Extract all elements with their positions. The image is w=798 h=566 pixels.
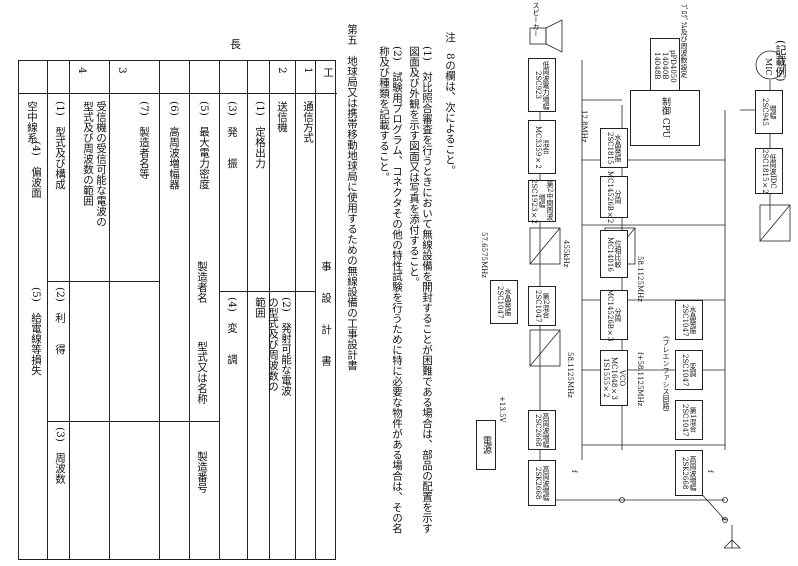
col-line <box>219 61 220 559</box>
speaker-label: スピーカー <box>532 2 540 37</box>
freq-455: 455kHz <box>562 240 570 268</box>
row-line <box>219 291 315 292</box>
mic-label: MIC <box>764 58 773 76</box>
side-label: 長 <box>230 38 241 51</box>
cpu-block: 制御 CPU <box>630 90 700 146</box>
col-line <box>69 61 70 559</box>
diagram-wiring <box>529 19 791 549</box>
notes-heading: 注 8の欄は、次によること。 <box>444 32 456 176</box>
row1-num: 1 <box>302 67 314 74</box>
row2-maker: 製造者名 <box>196 261 208 303</box>
mix2-block: 第2混合 2SC1047 <box>528 286 556 326</box>
div2-block: 分周 MC14526B×3 <box>600 289 628 341</box>
col-line <box>295 61 296 559</box>
osc1-block: 水晶発振 2SC1047 <box>675 300 703 340</box>
header-design: 事 設 計 書 <box>320 261 332 366</box>
row3-num: 3 <box>116 67 128 74</box>
row2-serial: 製造番号 <box>196 451 208 493</box>
power-block: 電源 <box>476 420 496 470</box>
f-label-b: f <box>706 470 714 473</box>
row2-1: (1) 定格出力 <box>254 101 266 169</box>
row2-4: (4) 変 調 <box>226 297 238 365</box>
row2-6: (6) 高周波増幅器 <box>168 101 180 190</box>
block-diagram: (記載例) MIC スピーカー ﾌﾟﾛｸﾞﾗﾑ及び周波数設定 μPD4050 1… <box>470 0 798 566</box>
f-label-a: f <box>570 470 578 473</box>
osc2-block: 水晶発振 2SC1047 <box>490 280 518 324</box>
header-item: 工 <box>322 67 334 78</box>
mix1-block: 第1混合 2SC1047 <box>675 400 703 440</box>
row-line <box>47 281 159 282</box>
freq-osc: 57.6575MHz <box>480 232 488 278</box>
row2-3: (3) 発 振 <box>226 101 238 169</box>
note-2: (2) 試験用プログラム、コネクタその他の特性試験を行うために特に必要な物件があ… <box>378 46 403 534</box>
mic-amp-block: 増幅 2SC945 <box>755 90 783 134</box>
rf-amp3-block: 高周波増幅 2SK2668 <box>675 450 703 496</box>
row2-num: 2 <box>276 67 288 74</box>
voltage: +13.5V <box>498 396 506 423</box>
row-line <box>159 421 219 422</box>
freq-12-8: 12.8MHz <box>580 110 588 143</box>
col-line <box>189 61 190 559</box>
row-line <box>19 93 337 94</box>
row4-1: (1) 型式及び構成 <box>54 101 66 190</box>
row1-label: 通信方式 <box>302 101 314 143</box>
pre-emphasis: (プレエンファシス回路) <box>662 336 670 412</box>
row2-group: 送信機 <box>276 101 288 133</box>
col-line <box>47 61 48 559</box>
table-grid: 工 事 設 計 書 1 通信方式 2 送信機 (1) 定格出力 (2) 発射可能… <box>18 60 337 560</box>
row2-7: (7) 製造者名等 <box>138 101 150 179</box>
rf-amp1-block: 高周波増幅 2SC2668 <box>528 410 556 450</box>
if2-block: 第2中間周波 増幅 2SC1923×2 <box>528 178 556 224</box>
rf-amp2-block: 高周波増幅 2SK2668 <box>528 460 556 506</box>
divider-block: 分周 MC14526B×2 <box>600 171 628 223</box>
row3-label: 受信機の受信可能な電波の型式及び周波数の範囲 <box>82 101 107 227</box>
row2-5: (5) 最大電力密度 <box>198 101 210 190</box>
f-label-c: f <box>720 518 728 521</box>
mod-block: 変調 2SC1047 <box>675 350 703 390</box>
design-table: 長 工 事 設 計 書 1 通信方式 2 送信機 (1) 定格出力 (2) 発射… <box>4 20 337 560</box>
vco-block: VCO MC1648×3 1S1555×2 <box>600 350 628 406</box>
col-line <box>159 61 160 559</box>
table-title: 第五 地球局又は携帯移動地球局に使用するための無線設備の工事設計書 <box>346 24 358 371</box>
row2-model: 型式又は名称 <box>196 341 208 404</box>
freq-vco: f+58.1125MHz <box>636 352 644 407</box>
example-label: (記載例) <box>774 40 787 82</box>
lf-amp-block: 低周波IDC 2SC1815×2 <box>755 148 783 194</box>
rom-block: μPD4050 14040B 14048B <box>650 38 680 94</box>
pll-block: 位相比較 MC14016 <box>600 230 628 278</box>
notes: 注 8の欄は、次によること。 (1) 対比照合審査を行うときにおいて無線設備を開… <box>345 20 465 540</box>
row4-num: 4 <box>76 67 88 74</box>
row4-5: (5) 給電線等損失 <box>30 287 42 376</box>
row4-3: (3) 周波数 <box>54 427 66 484</box>
col-line <box>247 61 248 559</box>
col-line <box>315 61 316 559</box>
row4-4: (4) 偏波面 <box>30 141 42 198</box>
row2-2: (2) 発射可能な電波の型式及び周波数の範囲 <box>254 297 292 396</box>
mix-a-block: 混合 MC3359×2 <box>528 120 556 174</box>
rom-title: ﾌﾟﾛｸﾞﾗﾑ及び周波数設定 <box>680 4 688 78</box>
row4-group: 空中線系 <box>26 101 38 143</box>
freq-if2: 58.1125MHz <box>636 256 644 302</box>
row4-2: (2) 利 得 <box>54 287 66 355</box>
col-line <box>109 61 110 559</box>
crystal-block: 水晶発振 2SC1815 <box>600 128 628 168</box>
lf-power-block: 低周波電力増幅 2SC923 <box>528 58 556 112</box>
row-line <box>47 421 159 422</box>
col-line <box>269 61 270 559</box>
freq-if1: 58.1125MHz <box>566 352 574 398</box>
note-1: (1) 対比照合審査を行うときにおいて無線設備を開封することが困難である場合は、… <box>408 46 433 534</box>
